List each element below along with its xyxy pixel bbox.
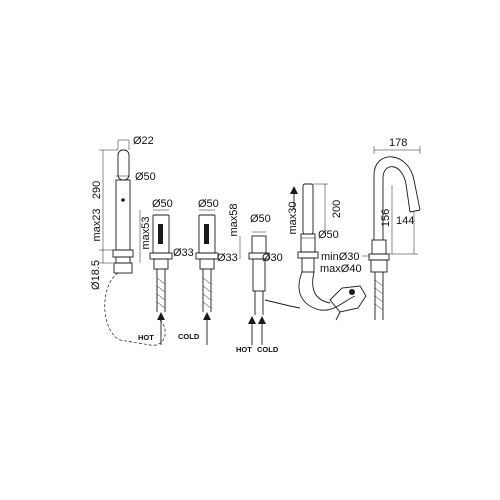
spout-hose-loop bbox=[104, 272, 166, 346]
cold-handle-lever bbox=[204, 224, 209, 244]
label-d50-diverter: Ø50 bbox=[250, 213, 271, 225]
spout-base bbox=[115, 256, 131, 264]
right-spout-component: 178 156 144 minØ30 maxØ40 bbox=[320, 137, 421, 320]
label-d18-5: Ø18.5 bbox=[90, 260, 102, 290]
hot-handle-thread bbox=[156, 277, 166, 309]
label-d33-hot: Ø33 bbox=[173, 247, 194, 259]
label-hot-1: HOT bbox=[138, 333, 154, 342]
label-hot-2: HOT bbox=[236, 345, 252, 354]
hot-handle-shank bbox=[153, 258, 169, 270]
valve-knob bbox=[349, 289, 355, 295]
spout-top-tube bbox=[117, 149, 130, 181]
cold-handle-nut bbox=[195, 252, 219, 260]
hot-handle-nut bbox=[149, 252, 173, 260]
label-max58: max58 bbox=[228, 203, 240, 236]
spout-connector bbox=[113, 262, 133, 274]
right-spout-flange bbox=[370, 259, 388, 273]
spout-body bbox=[115, 179, 131, 251]
label-d50-hot: Ø50 bbox=[152, 198, 173, 210]
label-max23: max23 bbox=[91, 208, 103, 241]
handshower-hose bbox=[298, 271, 356, 311]
spout-button bbox=[121, 198, 125, 202]
label-d33-cold: Ø33 bbox=[217, 252, 238, 264]
handshower-holder bbox=[300, 233, 316, 253]
label-min-d30: minØ30 bbox=[321, 251, 360, 263]
label-200: 200 bbox=[331, 200, 343, 218]
label-290: 290 bbox=[91, 181, 103, 199]
right-spout-nut bbox=[368, 253, 390, 261]
label-d30-diverter: Ø30 bbox=[262, 252, 283, 264]
label-d50-spout: Ø50 bbox=[135, 171, 156, 183]
diverter-pipe bbox=[252, 258, 266, 292]
label-144: 144 bbox=[396, 215, 414, 227]
label-d50-handshower: Ø50 bbox=[318, 229, 339, 241]
right-spout-base bbox=[371, 239, 387, 255]
label-178: 178 bbox=[389, 137, 407, 149]
label-max30: max30 bbox=[287, 201, 299, 234]
handshower-handle bbox=[302, 183, 314, 235]
right-spout-pipe bbox=[374, 272, 384, 320]
spout-component: Ø22 Ø50 290 max23 max53 Ø18.5 bbox=[90, 135, 166, 346]
label-cold-2: COLD bbox=[257, 345, 279, 354]
cold-handle-shank bbox=[199, 258, 215, 270]
handshower-nut bbox=[297, 251, 319, 259]
cold-handle-component: Ø50 Ø33 COLD bbox=[178, 198, 238, 345]
diverter-body bbox=[251, 235, 267, 254]
diverter-component: Ø50 max58 Ø30 HOT COLD bbox=[228, 203, 301, 354]
label-156: 156 bbox=[380, 209, 392, 227]
label-d22: Ø22 bbox=[133, 135, 154, 147]
label-cold-1: COLD bbox=[178, 332, 200, 341]
hot-handle-component: Ø50 Ø33 HOT bbox=[138, 198, 194, 345]
label-max53: max53 bbox=[140, 216, 152, 249]
handshower-component: 200 max30 Ø50 bbox=[287, 183, 367, 321]
hot-handle-lever bbox=[158, 224, 163, 244]
spout-base-nut bbox=[112, 249, 134, 258]
right-spout-inner bbox=[382, 166, 411, 240]
diverter-link bbox=[264, 299, 301, 309]
cold-handle-thread bbox=[202, 277, 212, 309]
diverter-outlets bbox=[254, 291, 264, 315]
handshower-shank bbox=[301, 257, 315, 273]
label-d50-cold: Ø50 bbox=[198, 198, 219, 210]
right-spout-outer bbox=[373, 156, 421, 240]
cold-handle-pipe bbox=[202, 269, 212, 312]
valve-body bbox=[329, 285, 367, 313]
hot-handle-pipe bbox=[156, 269, 166, 312]
label-max-d40: maxØ40 bbox=[320, 263, 362, 275]
